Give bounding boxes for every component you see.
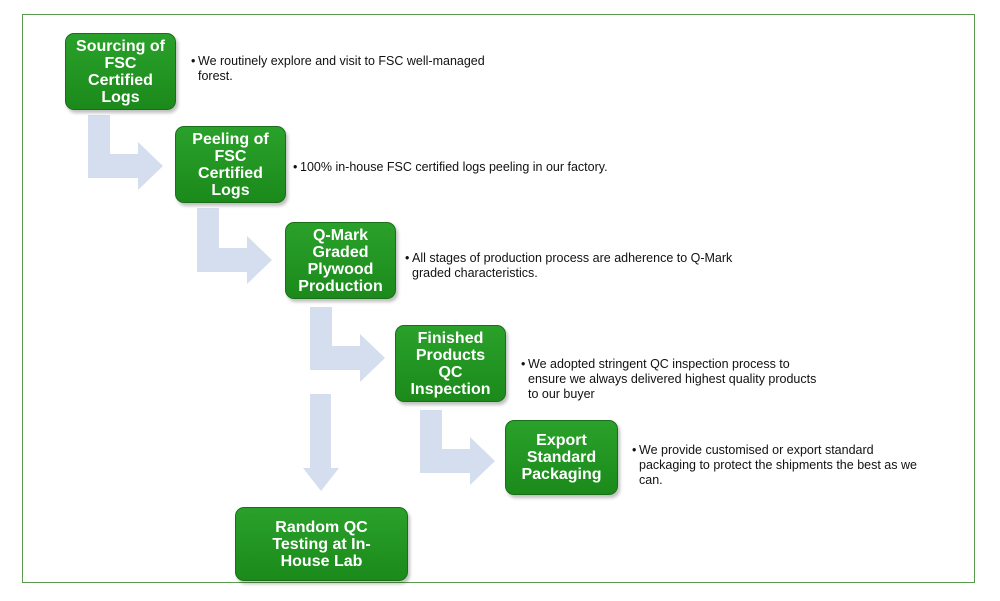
note-peeling: • 100% in-house FSC certified logs peeli… bbox=[293, 160, 653, 175]
arrow-3-to-4 bbox=[310, 307, 385, 382]
step-qmark-production-box: Q-Mark Graded Plywood Production bbox=[285, 222, 396, 299]
bullet-marker: • bbox=[405, 251, 410, 265]
bullet-marker: • bbox=[521, 357, 526, 371]
step-peeling-box: Peeling of FSC Certified Logs bbox=[175, 126, 286, 203]
step-qc-inspection-box: Finished Products QC Inspection bbox=[395, 325, 506, 402]
step-sourcing-box: Sourcing of FSC Certified Logs bbox=[65, 33, 176, 110]
note-sourcing: • We routinely explore and visit to FSC … bbox=[191, 54, 521, 84]
note-export-packaging-text: We provide customised or export standard… bbox=[639, 443, 917, 487]
arrow-4-to-5 bbox=[420, 410, 495, 485]
bullet-marker: • bbox=[191, 54, 196, 68]
note-sourcing-text: We routinely explore and visit to FSC we… bbox=[198, 54, 485, 83]
note-peeling-text: 100% in-house FSC certified logs peeling… bbox=[300, 160, 608, 174]
diagram-frame bbox=[22, 14, 975, 583]
arrow-2-to-3 bbox=[197, 208, 272, 284]
arrow-1-to-2 bbox=[88, 115, 163, 190]
note-qmark-production-text: All stages of production process are adh… bbox=[412, 251, 733, 280]
note-qc-inspection-text: We adopted stringent QC inspection proce… bbox=[528, 357, 817, 401]
bullet-marker: • bbox=[293, 160, 298, 174]
step-export-packaging-box: Export Standard Packaging bbox=[505, 420, 618, 495]
step-random-qc-lab-box: Random QC Testing at In- House Lab bbox=[235, 507, 408, 581]
note-export-packaging: • We provide customised or export standa… bbox=[632, 443, 962, 488]
note-qc-inspection: • We adopted stringent QC inspection pro… bbox=[521, 357, 861, 402]
bullet-marker: • bbox=[632, 443, 637, 457]
arrow-down-to-lab bbox=[303, 394, 339, 491]
note-qmark-production: • All stages of production process are a… bbox=[405, 251, 775, 281]
